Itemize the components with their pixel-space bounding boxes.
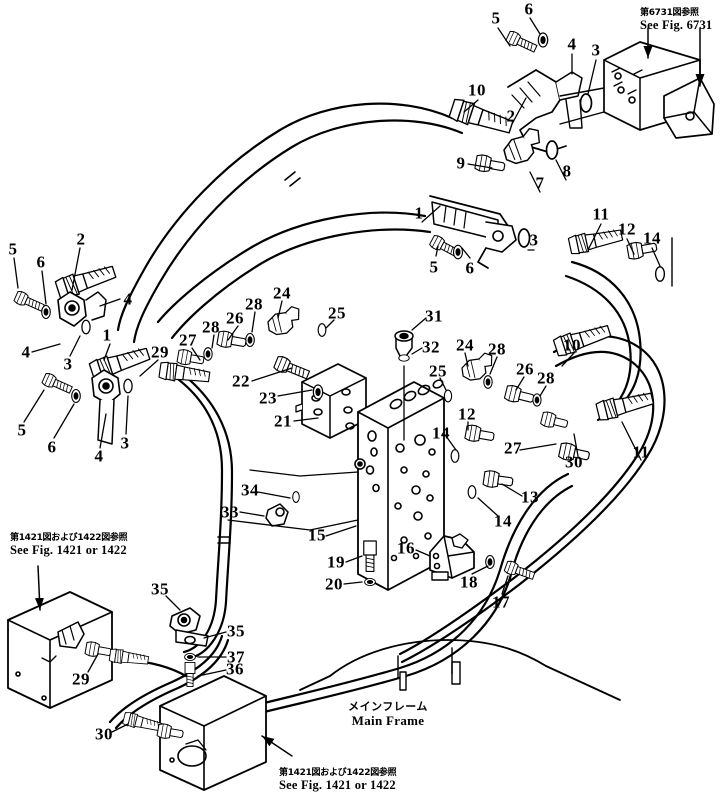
part-callout-28: 28 <box>537 368 555 388</box>
part-callout-27: 27 <box>504 438 522 458</box>
part-callout-6: 6 <box>36 252 46 272</box>
ref-fig-6731-jp: 第6731図参照 <box>640 8 699 18</box>
part-callout-20: 20 <box>325 574 343 594</box>
part-callout-36: 36 <box>226 659 244 679</box>
part-callout-6: 6 <box>524 0 534 19</box>
part-callout-13: 13 <box>521 487 539 507</box>
part-callout-11: 11 <box>592 204 610 224</box>
main-frame-label-jp: メインフレーム <box>348 700 428 713</box>
part-callout-25: 25 <box>328 303 346 323</box>
part-callout-35: 35 <box>227 621 245 641</box>
ref-fig-6731-en: See Fig. 6731 <box>640 18 713 33</box>
part-callout-11: 11 <box>632 442 650 462</box>
part-callout-10: 10 <box>563 335 581 355</box>
part-callout-4: 4 <box>94 446 104 466</box>
part-callout-1: 1 <box>102 325 112 345</box>
part-callout-26: 26 <box>516 359 534 379</box>
part-callout-5: 5 <box>17 420 27 440</box>
part-callout-23: 23 <box>259 388 277 408</box>
part-callout-29: 29 <box>72 669 90 689</box>
part-callout-7: 7 <box>535 173 545 193</box>
part-callout-37: 37 <box>227 647 245 667</box>
ref-fig-1421-1422-bottom-en: See Fig. 1421 or 1422 <box>279 778 396 793</box>
part-callout-18: 18 <box>460 572 478 592</box>
part-callout-9: 9 <box>456 153 466 173</box>
part-callout-4: 4 <box>21 342 31 362</box>
part-callout-8: 8 <box>562 161 572 181</box>
part-callout-2: 2 <box>76 229 86 249</box>
part-callout-24: 24 <box>456 335 474 355</box>
part-callout-29: 29 <box>151 342 169 362</box>
part-callout-6: 6 <box>465 258 475 278</box>
part-callout-6: 6 <box>47 437 57 457</box>
part-callout-30: 30 <box>565 452 583 472</box>
part-callout-3: 3 <box>63 354 73 374</box>
part-callout-25: 25 <box>429 361 447 381</box>
part-callout-31: 31 <box>425 306 443 326</box>
part-callout-28: 28 <box>202 317 220 337</box>
part-callout-28: 28 <box>245 294 263 314</box>
part-callout-19: 19 <box>327 552 345 572</box>
part-callout-12: 12 <box>618 219 636 239</box>
part-callout-26: 26 <box>226 308 244 328</box>
part-callout-34: 34 <box>241 480 259 500</box>
part-callout-14: 14 <box>432 423 450 443</box>
part-callout-10: 10 <box>468 80 486 100</box>
part-callout-21: 21 <box>274 411 292 431</box>
part-callout-12: 12 <box>458 404 476 424</box>
part-callout-3: 3 <box>120 433 130 453</box>
part-callout-2: 2 <box>506 106 516 126</box>
part-callout-5: 5 <box>8 239 18 259</box>
part-callout-24: 24 <box>273 283 291 303</box>
part-callout-17: 17 <box>492 592 510 612</box>
part-callout-27: 27 <box>179 330 197 350</box>
part-callout-5: 5 <box>429 257 439 277</box>
ref-fig-1421-1422-left-jp: 第1421図および1422図参照 <box>10 533 128 543</box>
part-callout-4: 4 <box>567 34 577 54</box>
part-callout-3: 3 <box>591 40 601 60</box>
ref-fig-1421-1422-left-en: See Fig. 1421 or 1422 <box>10 543 127 558</box>
part-callout-14: 14 <box>643 228 661 248</box>
part-callout-3: 3 <box>529 230 539 250</box>
part-callout-1: 1 <box>414 203 424 223</box>
ref-fig-1421-1422-bottom-jp: 第1421図および1422図参照 <box>279 768 397 778</box>
part-callout-16: 16 <box>397 538 415 558</box>
part-callout-28: 28 <box>488 339 506 359</box>
main-frame-label: メインフレーム Main Frame <box>348 700 428 729</box>
part-callout-32: 32 <box>422 337 440 357</box>
main-frame-label-en: Main Frame <box>351 713 425 729</box>
part-callout-33: 33 <box>221 502 239 522</box>
part-callout-15: 15 <box>308 525 326 545</box>
part-callout-14: 14 <box>494 511 512 531</box>
part-callout-22: 22 <box>232 371 250 391</box>
part-callout-5: 5 <box>491 8 501 28</box>
part-callout-4: 4 <box>123 289 133 309</box>
part-callout-35: 35 <box>151 579 169 599</box>
part-callout-30: 30 <box>95 724 113 744</box>
